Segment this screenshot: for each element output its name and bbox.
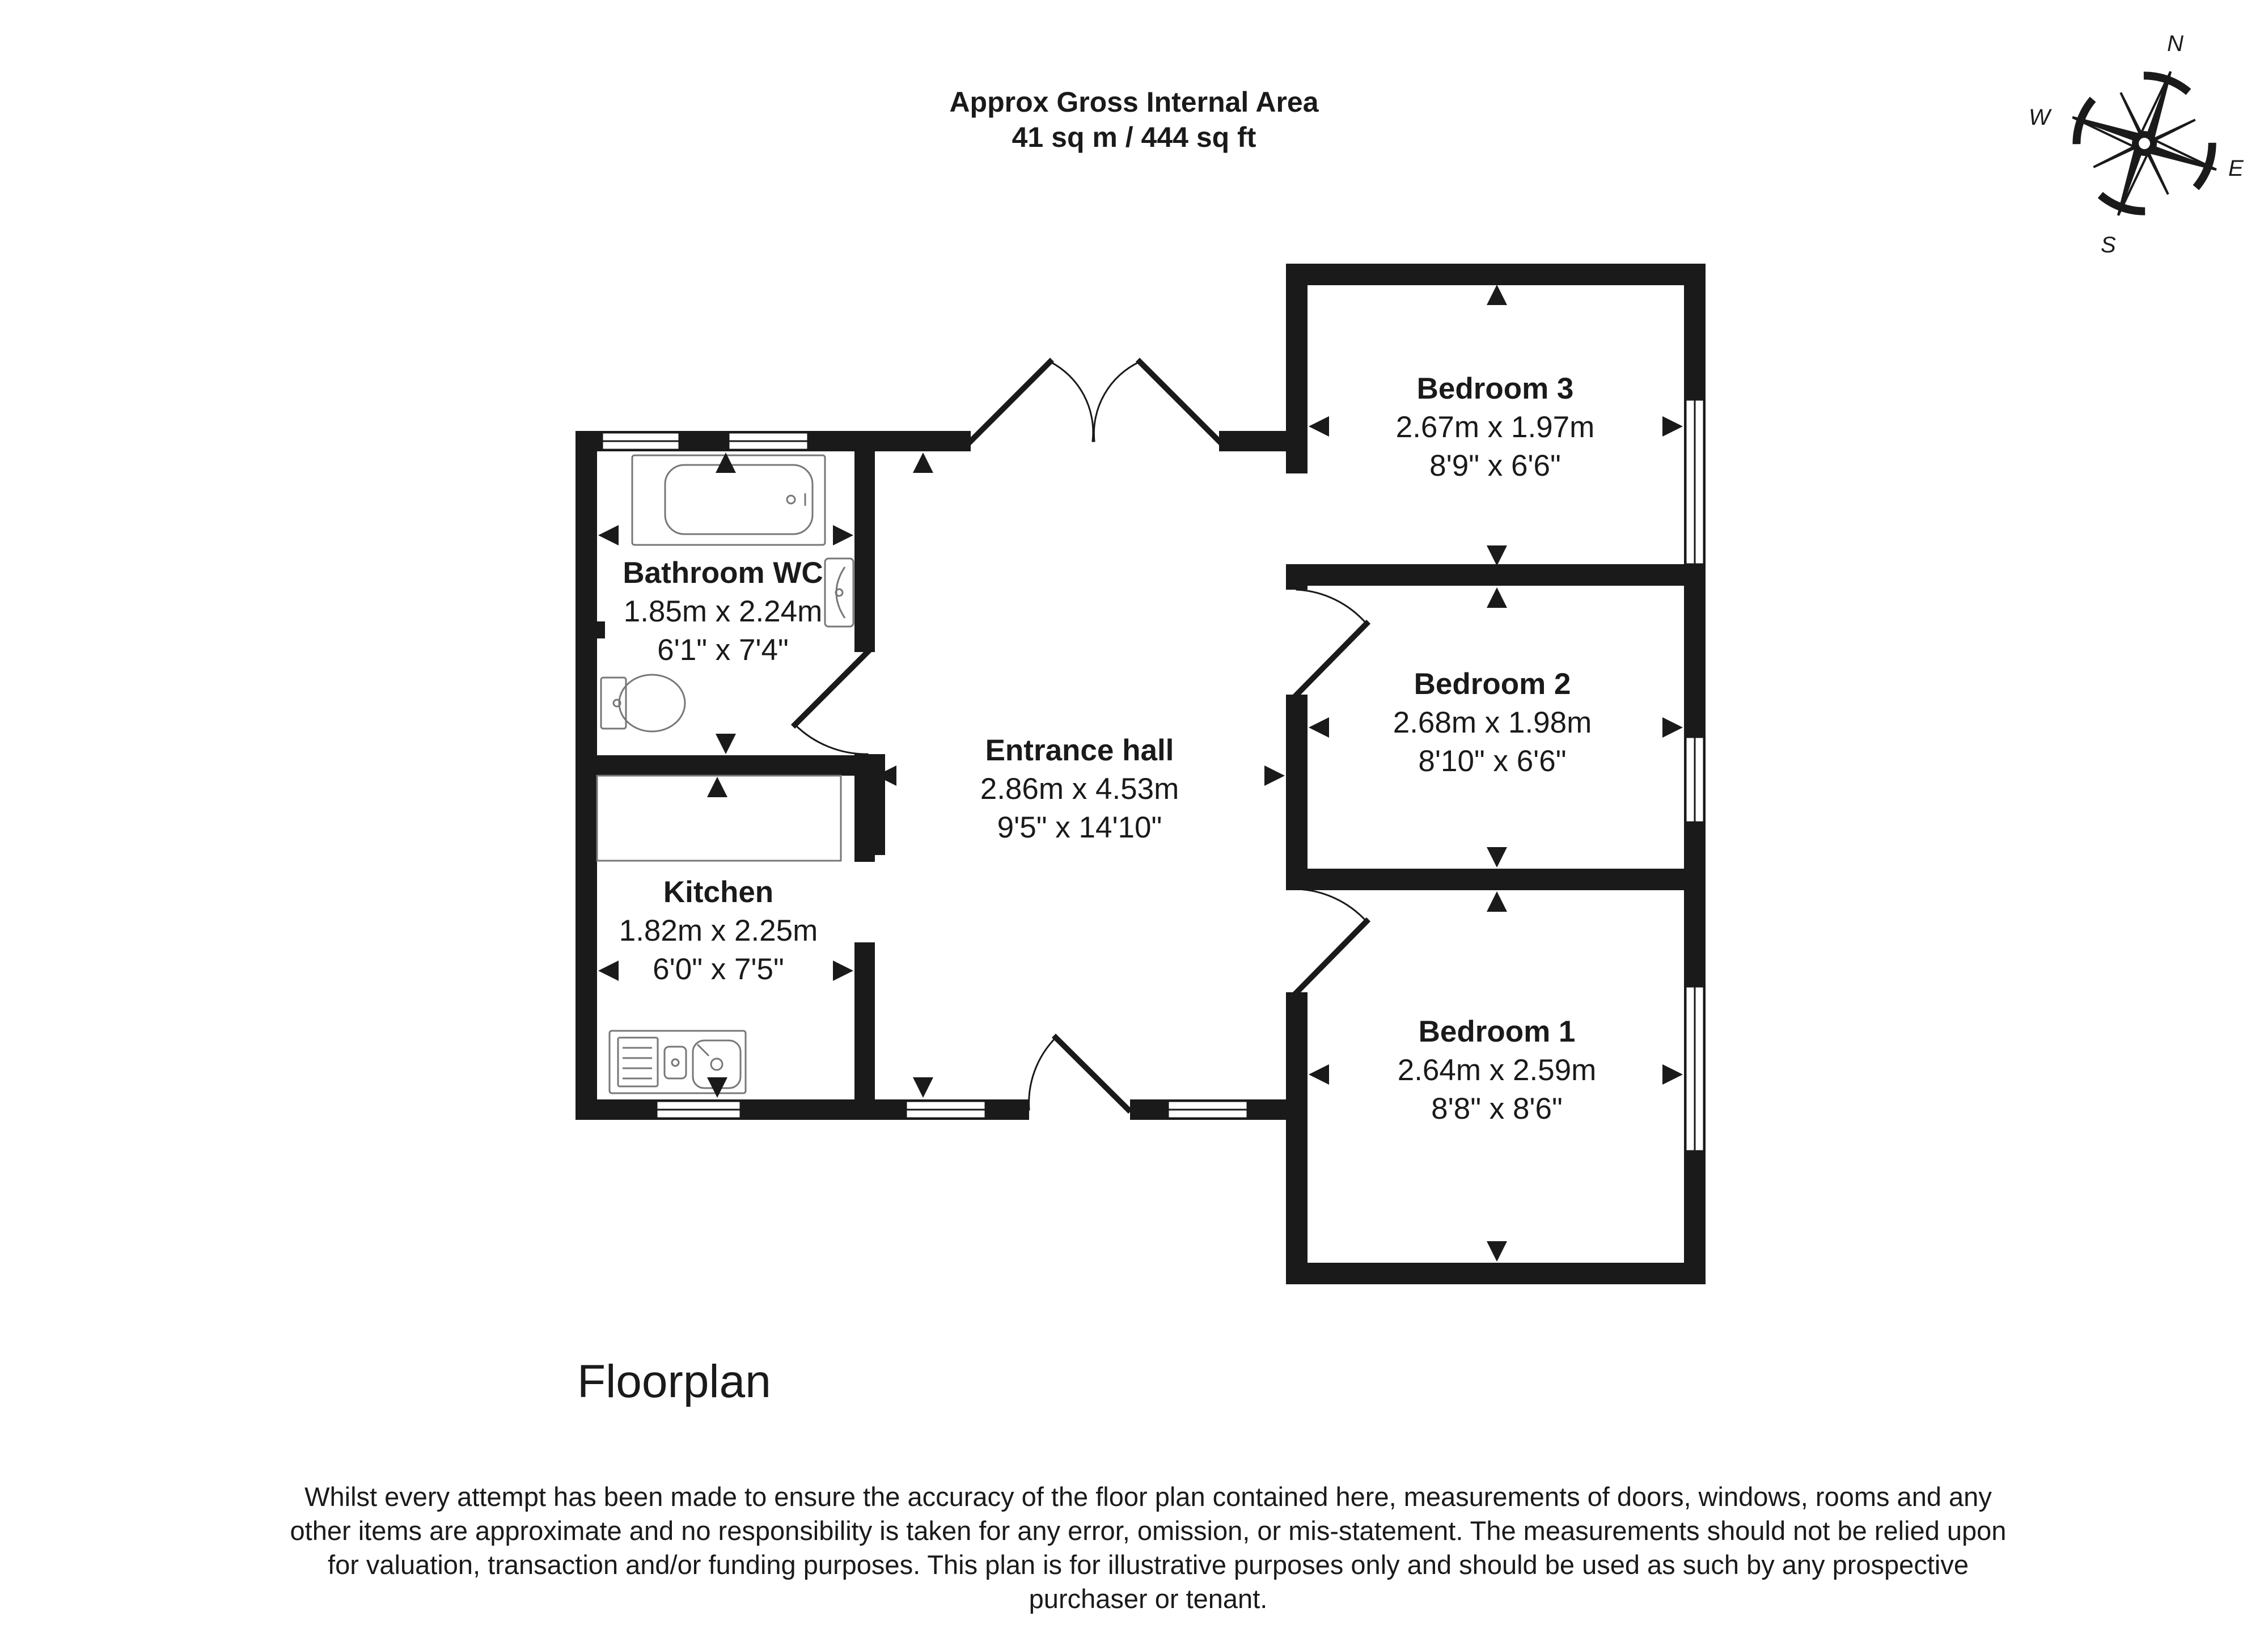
room-imperial: 8'10" x 6'6" xyxy=(1418,744,1567,778)
room-name: Bedroom 3 xyxy=(1416,372,1574,405)
room-imperial: 8'8" x 8'6" xyxy=(1431,1092,1563,1126)
bath-icon xyxy=(631,454,826,546)
room-metric: 2.67m x 1.97m xyxy=(1395,411,1595,444)
area-value: 41 sq m / 444 sq ft xyxy=(1012,121,1256,153)
fixtures xyxy=(596,454,854,1094)
room-metric: 1.82m x 2.25m xyxy=(619,914,818,947)
room-metric: 2.64m x 2.59m xyxy=(1397,1054,1597,1087)
room-label-bedroom2: Bedroom 2 2.68m x 1.98m 8'10" x 6'6" xyxy=(1393,665,1592,781)
basin-icon xyxy=(824,557,854,628)
room-imperial: 9'5" x 14'10" xyxy=(997,811,1162,844)
room-imperial: 6'1" x 7'4" xyxy=(657,633,789,667)
room-imperial: 6'0" x 7'5" xyxy=(653,953,784,986)
room-label-kitchen: Kitchen 1.82m x 2.25m 6'0" x 7'5" xyxy=(619,873,818,989)
room-label-bathroom: Bathroom WC 1.85m x 2.24m 6'1" x 7'4" xyxy=(623,554,823,670)
compass-north-label: N xyxy=(2167,31,2184,56)
floor-label: Floorplan xyxy=(577,1356,771,1407)
room-name: Kitchen xyxy=(663,875,774,909)
compass-south-label: S xyxy=(2101,232,2116,257)
windows xyxy=(601,399,1705,1152)
compass-rose-icon xyxy=(2072,71,2217,216)
dimension-arrows xyxy=(598,285,1683,1262)
room-metric: 1.85m x 2.24m xyxy=(623,595,823,628)
room-name: Entrance hall xyxy=(985,734,1174,767)
room-name: Bedroom 1 xyxy=(1418,1015,1576,1048)
disclaimer-text: Whilst every attempt has been made to en… xyxy=(290,1482,2007,1614)
room-metric: 2.86m x 4.53m xyxy=(980,772,1179,806)
room-name: Bathroom WC xyxy=(623,556,823,590)
room-label-bedroom1: Bedroom 1 2.64m x 2.59m 8'8" x 8'6" xyxy=(1398,1013,1597,1128)
room-label-entrance-hall: Entrance hall 2.86m x 4.53m 9'5" x 14'10… xyxy=(980,731,1179,847)
room-metric: 2.68m x 1.98m xyxy=(1393,706,1592,739)
toilet-icon xyxy=(600,674,686,733)
doors xyxy=(790,357,1371,1114)
room-imperial: 8'9" x 6'6" xyxy=(1429,449,1561,483)
compass-west-label: W xyxy=(2029,105,2052,130)
worktop xyxy=(596,775,842,862)
compass-east-label: E xyxy=(2228,156,2244,181)
room-name: Bedroom 2 xyxy=(1414,667,1571,701)
sink-icon xyxy=(608,1030,747,1094)
area-title: Approx Gross Internal Area xyxy=(949,86,1319,118)
room-label-bedroom3: Bedroom 3 2.67m x 1.97m 8'9" x 6'6" xyxy=(1396,370,1595,485)
